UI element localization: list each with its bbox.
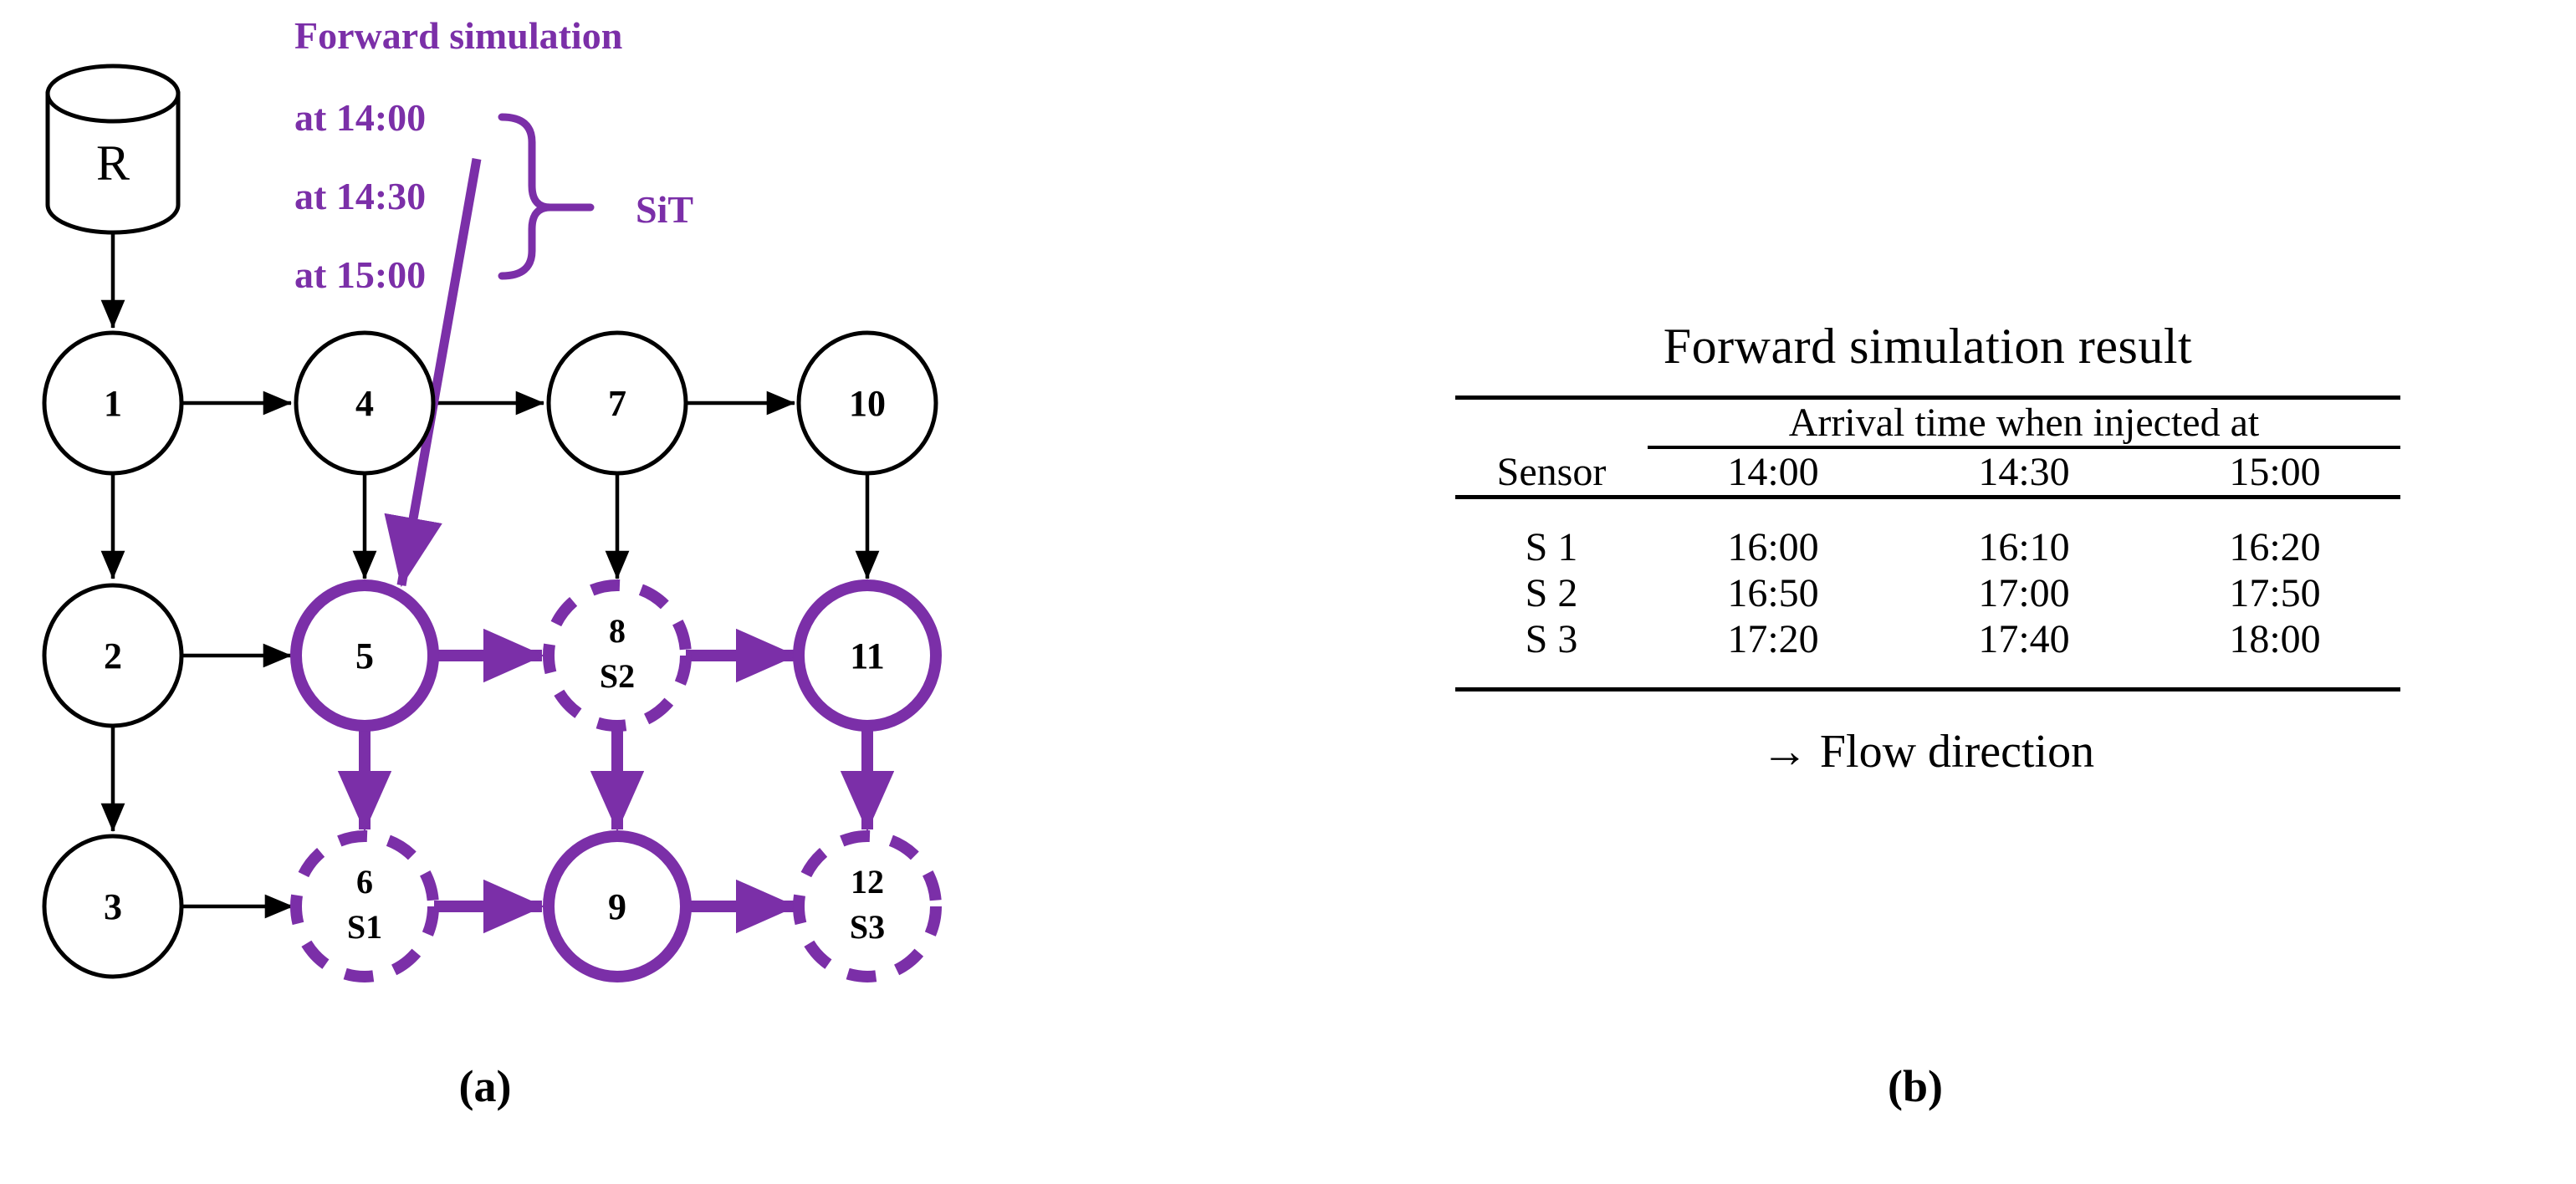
table-body: S 1 16:00 16:10 16:20 S 2 16:50 17:00 17… — [1455, 495, 2400, 692]
node-12[interactable]: 12 S3 — [793, 830, 942, 982]
node-10[interactable]: 10 — [796, 330, 938, 476]
node-6-number: 6 — [356, 863, 373, 901]
node-5[interactable]: 5 — [290, 579, 439, 732]
table-row: S 1 16:00 16:10 16:20 — [1455, 495, 2400, 570]
flow-direction-legend: → Flow direction — [1422, 725, 2434, 778]
node-9[interactable]: 9 — [543, 830, 692, 982]
node-4[interactable]: 4 — [294, 330, 436, 476]
node-6-sensor: S1 — [347, 908, 382, 946]
annotation-time-1: at 14:00 — [294, 96, 426, 139]
row-1-col-0: 16:50 — [1727, 571, 1819, 615]
caption-b: (b) — [1888, 1061, 1943, 1111]
row-0-sensor: S 1 — [1455, 495, 1648, 570]
node-3-number: 3 — [104, 886, 122, 927]
injection-arrow-line — [384, 158, 482, 588]
row-2-col-1: 17:40 — [1899, 616, 2149, 692]
injection-arrow — [384, 158, 482, 588]
annotation-time-3: at 15:00 — [294, 253, 426, 296]
caption-a: (a) — [458, 1061, 512, 1111]
table-row: S 2 16:50 17:00 17:50 — [1455, 570, 2400, 616]
sit-brace — [498, 113, 595, 280]
node-8-number: 8 — [609, 612, 626, 650]
reservoir-cylinder: R — [45, 64, 181, 235]
node-8-sensor: S2 — [600, 657, 635, 695]
forward-simulation-table: Sensor Arrival time when injected at 14:… — [1455, 396, 2400, 692]
annotation-title: Forward simulation — [294, 14, 622, 57]
node-12-number: 12 — [851, 863, 884, 901]
node-7-number: 7 — [608, 383, 626, 424]
header-group: Arrival time when injected at — [1648, 396, 2400, 449]
edges-highlight — [337, 628, 895, 934]
flow-direction-label: Flow direction — [1819, 726, 2095, 778]
table-head-row-group: Sensor Arrival time when injected at — [1455, 396, 2400, 498]
forward-simulation-annotation: Forward simulation at 14:00 at 14:30 at … — [294, 14, 693, 296]
node-1[interactable]: 1 — [42, 330, 184, 476]
node-8[interactable]: 8 S2 — [543, 579, 692, 732]
network-diagram-panel: R — [0, 0, 1188, 1184]
row-1-col-1: 17:00 — [1978, 571, 2070, 615]
node-2-number: 2 — [104, 635, 122, 676]
table-row: S 3 17:20 17:40 18:00 — [1455, 616, 2400, 692]
node-5-number: 5 — [355, 635, 374, 676]
row-0-col-2: 16:20 — [2149, 495, 2400, 570]
flow-arrow-icon: → — [1761, 726, 1808, 778]
row-1-sensor: S 2 — [1525, 571, 1578, 615]
node-11[interactable]: 11 — [793, 579, 942, 732]
edges-black — [100, 234, 880, 919]
table-title: Forward simulation result — [1663, 319, 2193, 374]
network-diagram-svg: R — [42, 14, 942, 982]
results-table-panel: Forward simulation result Sensor Arrival… — [1422, 318, 2434, 778]
row-0-col-1: 16:10 — [1899, 495, 2149, 570]
header-time-1500: 15:00 — [2229, 450, 2321, 494]
node-4-number: 4 — [355, 383, 374, 424]
sit-label: SiT — [636, 188, 693, 231]
node-7[interactable]: 7 — [546, 330, 688, 476]
header-time-1400: 14:00 — [1727, 450, 1819, 494]
row-1-col-2: 17:50 — [2229, 571, 2321, 615]
node-1-number: 1 — [104, 383, 122, 424]
reservoir-label: R — [96, 135, 130, 191]
node-11-number: 11 — [850, 635, 885, 676]
node-9-number: 9 — [608, 886, 626, 927]
table-head: Sensor Arrival time when injected at 14:… — [1455, 396, 2400, 498]
table-head-row-times: 14:00 14:30 15:00 — [1455, 447, 2400, 498]
node-2[interactable]: 2 — [42, 583, 184, 728]
row-2-sensor: S 3 — [1455, 616, 1648, 692]
row-2-col-2: 18:00 — [2149, 616, 2400, 692]
row-2-col-0: 17:20 — [1648, 616, 1899, 692]
node-3[interactable]: 3 — [42, 834, 184, 979]
header-time-1430: 14:30 — [1978, 450, 2070, 494]
node-10-number: 10 — [849, 383, 886, 424]
row-0-col-0: 16:00 — [1648, 495, 1899, 570]
node-12-sensor: S3 — [850, 908, 885, 946]
node-6[interactable]: 6 S1 — [290, 830, 439, 982]
header-sensor: Sensor — [1455, 396, 1648, 498]
annotation-time-2: at 14:30 — [294, 175, 426, 217]
